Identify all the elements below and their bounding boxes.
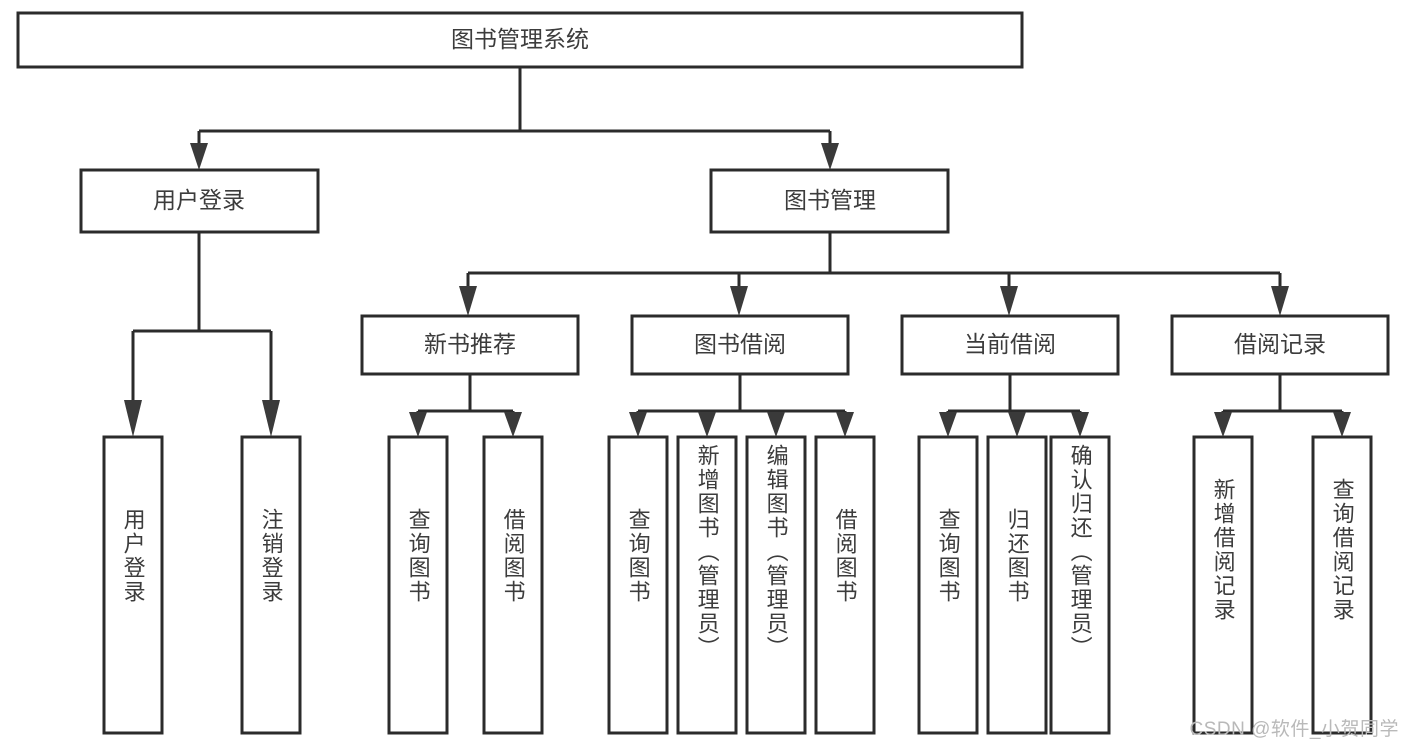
- node-new-book-recommend-label: 新书推荐: [424, 331, 516, 357]
- node-user-login[interactable]: 用户登录: [79, 168, 320, 234]
- arrow-head-icon: [1071, 412, 1089, 437]
- leaf-box-user-login[interactable]: [102, 435, 164, 735]
- arrow-head-icon: [629, 412, 647, 437]
- arrow-head-icon: [409, 412, 427, 437]
- arrow-head-icon: [1214, 412, 1232, 437]
- leaf-box-borrow-book-1[interactable]: [482, 435, 544, 735]
- connector-group-newbook-to-leaves: [409, 374, 522, 437]
- leaf-box-logout[interactable]: [240, 435, 302, 735]
- arrow-head-icon: [190, 143, 208, 170]
- arrow-head-icon: [459, 286, 477, 316]
- arrow-head-icon: [939, 412, 957, 437]
- arrow-head-icon: [1333, 412, 1351, 437]
- leaf-box-query-book-1[interactable]: [387, 435, 449, 735]
- node-root[interactable]: 图书管理系统: [16, 11, 1024, 69]
- node-current-borrow[interactable]: 当前借阅: [900, 314, 1120, 376]
- node-new-book-recommend-box[interactable]: [360, 314, 580, 376]
- leaf-box-query-borrow-record[interactable]: [1311, 435, 1373, 735]
- watermark-text: CSDN @软件_小贺同学: [1189, 719, 1399, 740]
- connector-group-userlogin-to-leaves: [124, 232, 280, 437]
- leaf-box-borrow-book-2[interactable]: [814, 435, 876, 735]
- arrow-head-icon: [504, 412, 522, 437]
- node-borrow-records-box[interactable]: [1170, 314, 1390, 376]
- connector-group-bookmgmt-to-level3: [459, 232, 1289, 316]
- node-current-borrow-label: 当前借阅: [964, 331, 1056, 357]
- arrow-head-icon: [767, 412, 785, 437]
- leaf-box-edit-book-admin[interactable]: [745, 435, 807, 735]
- leaf-box-add-book-admin[interactable]: [676, 435, 738, 735]
- connector-group-currentborrow-to-leaves: [939, 374, 1089, 437]
- node-new-book-recommend[interactable]: 新书推荐: [360, 314, 580, 376]
- node-root-label: 图书管理系统: [451, 26, 589, 52]
- node-book-management[interactable]: 图书管理: [709, 168, 950, 234]
- node-current-borrow-box[interactable]: [900, 314, 1120, 376]
- node-book-management-label: 图书管理: [784, 187, 876, 213]
- leaf-box-query-book-2[interactable]: [607, 435, 669, 735]
- node-root-box[interactable]: [16, 11, 1024, 69]
- arrow-head-icon: [821, 143, 839, 170]
- leaf-box-add-borrow-record[interactable]: [1192, 435, 1254, 735]
- arrow-head-icon: [1008, 412, 1026, 437]
- node-user-login-box[interactable]: [79, 168, 320, 234]
- arrow-head-icon: [262, 400, 280, 437]
- arrow-head-icon: [698, 412, 716, 437]
- node-book-management-box[interactable]: [709, 168, 950, 234]
- node-user-login-label: 用户登录: [153, 187, 245, 213]
- node-book-borrow-label: 图书借阅: [694, 331, 786, 357]
- arrow-head-icon: [124, 400, 142, 437]
- node-borrow-records[interactable]: 借阅记录: [1170, 314, 1390, 376]
- leaf-box-query-book-3[interactable]: [917, 435, 979, 735]
- connector-group-bookborrow-to-leaves: [629, 374, 854, 437]
- node-borrow-records-label: 借阅记录: [1234, 331, 1326, 357]
- node-book-borrow-box[interactable]: [630, 314, 850, 376]
- connector-group-root-to-level2: [190, 67, 839, 170]
- arrow-head-icon: [730, 286, 748, 316]
- arrow-head-icon: [1271, 286, 1289, 316]
- arrow-head-icon: [1000, 286, 1018, 316]
- connector-group-borrowrecords-to-leaves: [1214, 374, 1351, 437]
- leaf-box-return-book[interactable]: [986, 435, 1048, 735]
- arrow-head-icon: [836, 412, 854, 437]
- node-book-borrow[interactable]: 图书借阅: [630, 314, 850, 376]
- leaf-box-confirm-return-admin[interactable]: [1049, 435, 1111, 735]
